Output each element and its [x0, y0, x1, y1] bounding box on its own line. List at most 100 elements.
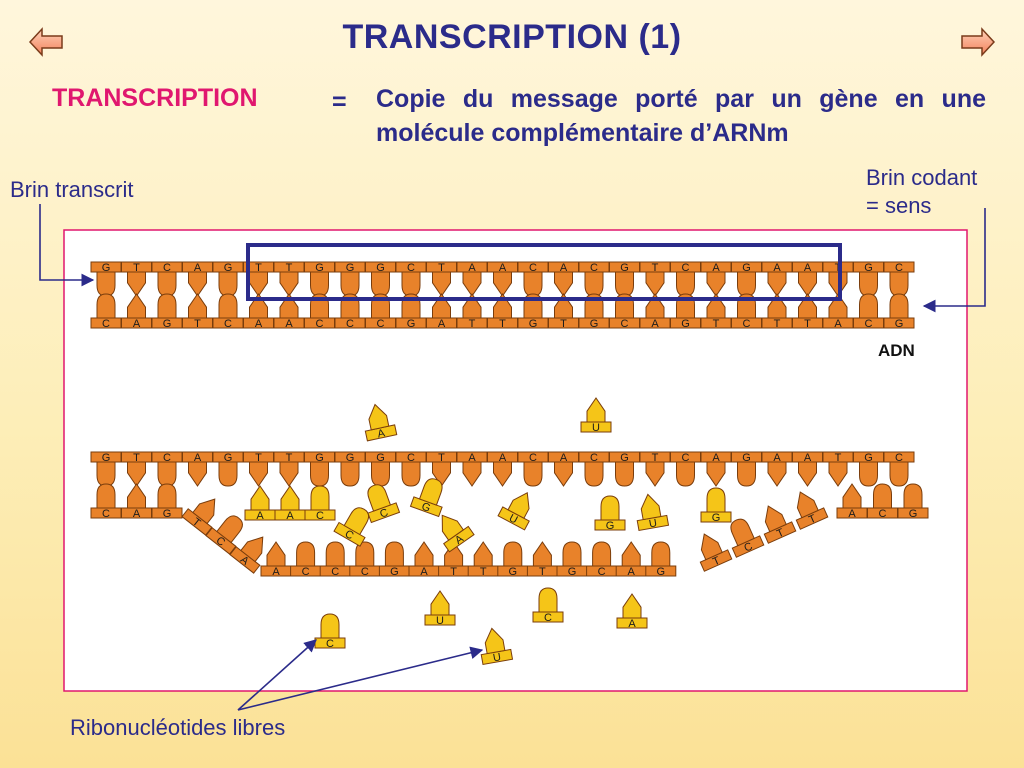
- dna-top-coding-nucleotide-letter: A: [560, 262, 568, 274]
- free-ribonucleotide: G: [409, 478, 443, 518]
- dna-bottom-coding-nucleotide: G: [365, 451, 396, 487]
- dna-top-template-nucleotide-letter: T: [499, 318, 506, 330]
- dna-bottom-template-right-nucleotide-letter: G: [909, 508, 918, 520]
- paired-ribonucleotide-letter: C: [316, 510, 324, 522]
- dna-bottom-coding-nucleotide-letter: T: [133, 452, 140, 464]
- dna-top-coding-nucleotide-letter: A: [468, 262, 476, 274]
- dna-bottom-template-nucleotide: G: [556, 541, 588, 578]
- free-ribonucleotide-letter: G: [712, 512, 721, 524]
- dna-bottom-coding-nucleotide-letter: A: [712, 452, 720, 464]
- dna-top-template-nucleotide-letter: G: [163, 318, 172, 330]
- dna-bottom-template-left-nucleotide: G: [151, 483, 183, 520]
- dna-top-coding-nucleotide-letter: A: [804, 262, 812, 274]
- dna-top-coding-nucleotide: A: [487, 261, 518, 297]
- free-ribonucleotide: C: [367, 484, 401, 524]
- free-ribonucleotide: G: [594, 495, 626, 532]
- dna-top-coding-nucleotide-letter: G: [864, 262, 873, 274]
- gene-highlight-box: [246, 243, 842, 301]
- dna-bottom-template-nucleotide: G: [645, 541, 677, 578]
- dna-top-template-nucleotide-letter: A: [438, 318, 446, 330]
- dna-bottom-coding-nucleotide-letter: T: [255, 452, 262, 464]
- dna-top-coding-nucleotide-letter: C: [407, 262, 415, 274]
- dna-bottom-coding-nucleotide-letter: C: [895, 452, 903, 464]
- dna-top-coding-nucleotide-letter: C: [163, 262, 171, 274]
- dna-top-template-nucleotide-letter: T: [774, 318, 781, 330]
- dna-bottom-template-nucleotide-letter: C: [302, 566, 310, 578]
- dna-bottom-template-nucleotide: C: [586, 541, 618, 578]
- dna-bottom-coding-nucleotide-letter: A: [194, 452, 202, 464]
- dna-label: ADN: [878, 341, 915, 360]
- dna-top-coding-nucleotide: C: [883, 261, 915, 297]
- dna-bottom-template-nucleotide: G: [378, 541, 410, 578]
- dna-top-template-nucleotide-letter: G: [529, 318, 538, 330]
- dna-bottom-template-nucleotide-letter: T: [539, 566, 546, 578]
- dna-top-template-nucleotide-letter: G: [407, 318, 416, 330]
- free-ribonucleotide-letter: G: [606, 520, 615, 532]
- dna-top-coding-nucleotide: G: [853, 261, 884, 297]
- dna-top-template-nucleotide-letter: C: [316, 318, 324, 330]
- free-ribonucleotide-letter: C: [378, 507, 390, 521]
- dna-bottom-template-diag-left-nucleotide: T: [181, 498, 216, 536]
- dna-top-coding-nucleotide: A: [700, 261, 732, 297]
- dna-top-coding-nucleotide-letter: T: [438, 262, 445, 274]
- dna-bottom-coding-nucleotide-letter: A: [560, 452, 568, 464]
- dna-bottom-coding-nucleotide-letter: G: [376, 452, 385, 464]
- dna-top-coding-nucleotide-letter: T: [652, 262, 659, 274]
- free-ribonucleotide: U: [497, 492, 530, 531]
- dna-bottom-template-nucleotide-letter: T: [480, 566, 487, 578]
- previous-slide-button[interactable]: [28, 26, 64, 58]
- free-ribonucleotide: A: [441, 514, 475, 553]
- dna-bottom-template-nucleotide-letter: C: [331, 566, 339, 578]
- dna-bottom-coding-nucleotide-letter: T: [835, 452, 842, 464]
- dna-bottom-coding-nucleotide-letter: T: [652, 452, 659, 464]
- dna-bottom-template-diag-right-nucleotide: T: [763, 505, 797, 544]
- dna-bottom-coding-nucleotide: G: [212, 451, 244, 487]
- dna-top-coding-nucleotide-letter: G: [346, 262, 355, 274]
- dna-bottom-coding-nucleotide-letter: A: [468, 452, 476, 464]
- free-ribonucleotide-letter: U: [436, 615, 444, 627]
- free-ribonucleotide-letter: C: [544, 612, 552, 624]
- dna-top-coding-nucleotide-letter: G: [742, 262, 751, 274]
- dna-bottom-coding-nucleotide: T: [121, 451, 152, 487]
- dna-top-coding-nucleotide-letter: T: [133, 262, 140, 274]
- dna-top-coding-nucleotide-letter: G: [224, 262, 233, 274]
- free-ribonucleotide: C: [333, 507, 370, 547]
- dna-bottom-coding-nucleotide: C: [517, 451, 549, 487]
- dna-bottom-coding-nucleotide: G: [334, 451, 366, 487]
- dna-top-template-nucleotide: C: [212, 293, 244, 330]
- dna-top-coding-nucleotide-letter: C: [682, 262, 690, 274]
- paired-ribonucleotide-letter: A: [256, 510, 264, 522]
- dna-top-template-nucleotide-letter: A: [285, 318, 293, 330]
- dna-bottom-coding-nucleotide-letter: G: [315, 452, 324, 464]
- dna-bottom-coding-nucleotide-letter: T: [438, 452, 445, 464]
- dna-bottom-template-nucleotide-letter: G: [657, 566, 666, 578]
- dna-top-template-nucleotide-letter: T: [804, 318, 811, 330]
- free-ribonucleotide: U: [424, 590, 456, 627]
- dna-top-coding-nucleotide-letter: G: [620, 262, 629, 274]
- dna-top-template-nucleotide-letter: T: [713, 318, 720, 330]
- dna-top-template-nucleotide-letter: T: [194, 318, 201, 330]
- dna-bottom-coding-nucleotide-letter: G: [346, 452, 355, 464]
- dna-bottom-template-left-nucleotide-letter: G: [163, 508, 172, 520]
- free-ribonucleotide: A: [364, 403, 398, 442]
- dna-top-coding-nucleotide-letter: T: [255, 262, 262, 274]
- dna-bottom-template-right-nucleotide-letter: C: [879, 508, 887, 520]
- dna-top-coding-nucleotide: C: [670, 261, 701, 297]
- right-arrow-icon: [961, 27, 996, 57]
- next-slide-button[interactable]: [960, 26, 996, 58]
- free-ribonucleotide: A: [616, 593, 648, 630]
- dna-bottom-template-nucleotide: A: [408, 541, 440, 578]
- free-ribonucleotide-letter: A: [376, 427, 386, 440]
- dna-top-template-nucleotide-letter: A: [255, 318, 263, 330]
- dna-top-coding-nucleotide-letter: G: [102, 262, 111, 274]
- dna-bottom-template-right-nucleotide: G: [897, 483, 929, 520]
- coding-strand-pointer: [922, 208, 986, 313]
- dna-top-template-nucleotide-letter: A: [834, 318, 842, 330]
- dna-bottom-coding-nucleotide-letter: A: [804, 452, 812, 464]
- dna-bottom-coding-nucleotide: C: [151, 451, 183, 487]
- dna-bottom-coding-nucleotide-letter: G: [742, 452, 751, 464]
- slide-title: TRANSCRIPTION (1): [342, 18, 682, 56]
- free-ribonucleotide-letter: A: [628, 618, 636, 630]
- dna-top-template-nucleotide-letter: C: [377, 318, 385, 330]
